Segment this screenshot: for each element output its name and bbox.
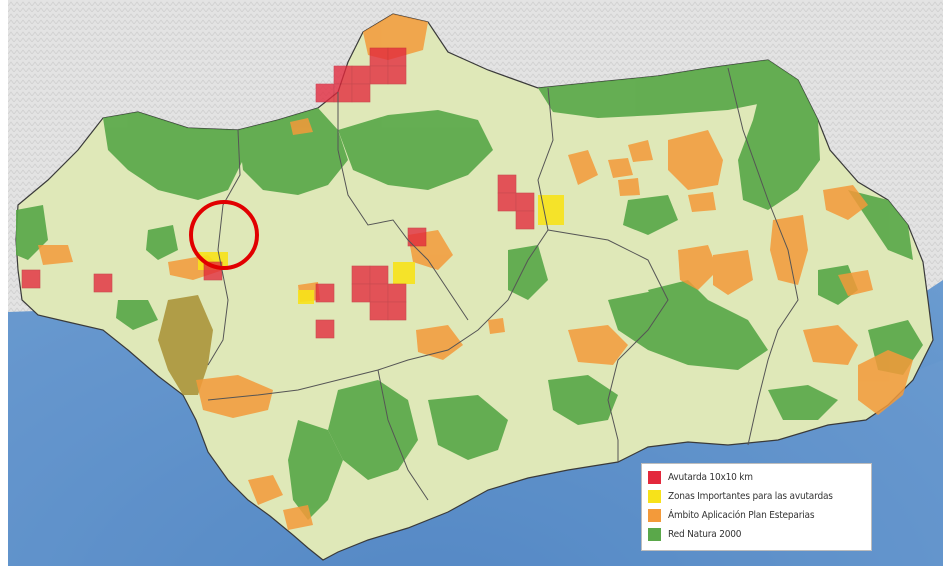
- legend-swatch-yellow: [648, 490, 661, 503]
- map-frame[interactable]: [8, 0, 943, 566]
- legend-label: Ámbito Aplicación Plan Esteparias: [668, 510, 815, 521]
- map-legend: Avutarda 10x10 km Zonas Importantes para…: [641, 463, 872, 551]
- avutarda-squares: [21, 47, 535, 339]
- legend-item-esteparias: Ámbito Aplicación Plan Esteparias: [648, 506, 865, 525]
- highlight-circle: [189, 200, 259, 270]
- esteparias-areas: [38, 14, 913, 530]
- legend-swatch-orange: [648, 509, 661, 522]
- legend-item-avutarda: Avutarda 10x10 km: [648, 468, 865, 487]
- legend-label: Zonas Importantes para las avutardas: [668, 491, 833, 502]
- legend-label: Red Natura 2000: [668, 529, 742, 540]
- province-borders: [207, 67, 799, 501]
- legend-label: Avutarda 10x10 km: [668, 472, 753, 483]
- red-natura-areas: [16, 60, 923, 520]
- marsh-area: [158, 295, 213, 395]
- legend-swatch-red: [648, 471, 661, 484]
- andalusia-map[interactable]: [8, 0, 943, 566]
- legend-swatch-green: [648, 528, 661, 541]
- legend-item-red-natura: Red Natura 2000: [648, 525, 865, 544]
- legend-item-zonas-importantes: Zonas Importantes para las avutardas: [648, 487, 865, 506]
